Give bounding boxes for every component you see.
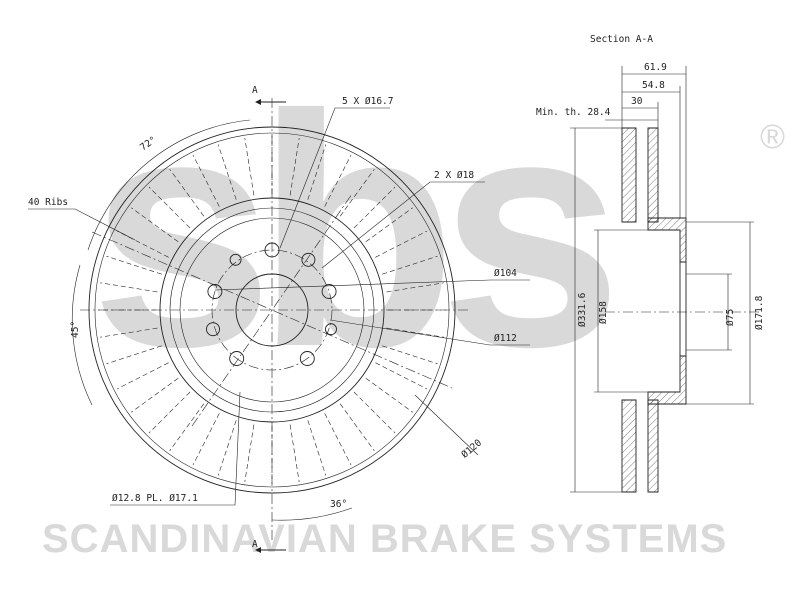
sbs-watermark: sbs ® SCANDINAVIAN BRAKE SYSTEMS <box>42 46 785 561</box>
dia-171-8-label: Ø171.8 <box>754 295 765 330</box>
cooling-rib <box>382 345 438 365</box>
registered-mark: ® <box>760 118 785 156</box>
diagonal-centerline-2 <box>191 193 353 427</box>
cooling-rib <box>192 413 220 466</box>
cooling-rib <box>169 403 205 451</box>
cooling-rib <box>106 255 162 275</box>
dia-75-label: Ø75 <box>725 309 736 326</box>
cooling-rib <box>100 282 158 293</box>
cooling-rib <box>100 327 158 338</box>
cooling-rib <box>382 255 438 275</box>
angle-36-label: 36° <box>330 499 347 510</box>
cooling-rib <box>353 391 396 434</box>
leader-dia-112 <box>329 319 530 346</box>
section-view: Section A-A 61.9 54.8 30 Min. th. 28.4 Ø… <box>536 34 765 493</box>
min-thickness-label: Min. th. 28.4 <box>536 107 611 118</box>
cooling-rib <box>217 144 237 200</box>
leader-dia-120 <box>414 394 479 456</box>
section-title: Section A-A <box>590 34 653 45</box>
cooling-rib <box>339 403 375 451</box>
section-marker-top-arrow <box>255 99 261 105</box>
cooling-rib <box>386 327 444 338</box>
angle-arc-36 <box>271 507 353 521</box>
footer-brand-text: SCANDINAVIAN BRAKE SYSTEMS <box>42 517 727 561</box>
width-30-label: 30 <box>631 96 643 107</box>
cooling-rib <box>375 362 428 390</box>
extra-holes-label: 2 X Ø18 <box>434 170 474 181</box>
bolt-hole <box>321 284 337 299</box>
extra-hole <box>206 322 220 337</box>
cooling-rib <box>324 154 352 207</box>
leader-ribs <box>28 208 136 241</box>
cooling-rib <box>307 144 327 200</box>
cooling-rib <box>289 424 300 482</box>
dia-112-label: Ø112 <box>494 333 517 344</box>
cooling-rib <box>353 186 396 229</box>
friction-ring-bottom-outer <box>621 399 637 493</box>
cooling-rib <box>375 230 428 258</box>
cooling-rib <box>192 154 220 207</box>
cooling-rib <box>289 138 300 196</box>
small-holes-label: Ø12.8 PL. Ø17.1 <box>112 493 198 504</box>
angle-arc-45 <box>71 264 93 406</box>
small-hole <box>325 323 337 336</box>
cooling-rib <box>244 138 255 196</box>
dia-104-label: Ø104 <box>494 268 517 279</box>
dia-158-label: Ø158 <box>598 301 609 324</box>
diagonal-centerline <box>91 231 453 389</box>
angle-45-label: 45° <box>70 321 81 338</box>
cooling-rib <box>169 169 205 217</box>
friction-ring-top-inner <box>647 127 659 223</box>
width-61-9-label: 61.9 <box>644 62 667 73</box>
leader-bolt-holes <box>279 107 390 249</box>
bolt-hole <box>229 351 245 366</box>
width-54-8-label: 54.8 <box>642 80 665 91</box>
cooling-rib <box>244 424 255 482</box>
cooling-rib <box>365 207 413 243</box>
section-marker-top-label: A <box>252 85 258 96</box>
hat-top <box>647 217 687 263</box>
leader-dia-104 <box>214 279 530 291</box>
cooling-rib <box>339 169 375 217</box>
cooling-rib <box>106 345 162 365</box>
leader-small-holes <box>110 391 241 506</box>
cooling-rib <box>116 362 169 390</box>
cooling-rib <box>217 420 237 476</box>
section-marker-bottom-arrow <box>255 547 261 553</box>
cooling-rib <box>307 420 327 476</box>
cooling-rib <box>148 391 191 434</box>
ribs-label: 40 Ribs <box>28 197 68 208</box>
hat-bottom <box>647 355 687 405</box>
front-view: A A 72° 45° 36° 5 X Ø16.7 2 X Ø18 40 Rib… <box>28 85 530 553</box>
cooling-rib <box>386 282 444 293</box>
bolt-hole <box>207 284 223 299</box>
cooling-rib <box>131 207 179 243</box>
bolt-hole <box>299 351 315 366</box>
small-hole <box>229 253 242 266</box>
section-marker-bottom-label: A <box>252 539 258 550</box>
bolt-holes-label: 5 X Ø16.7 <box>342 96 393 107</box>
cooling-rib <box>131 377 179 413</box>
leader-extra-holes <box>321 181 485 269</box>
extra-hole <box>301 252 316 267</box>
cooling-rib <box>148 186 191 229</box>
cooling-rib <box>324 413 352 466</box>
cooling-rib <box>365 377 413 413</box>
friction-ring-top-outer <box>621 127 637 223</box>
dia-331-6-label: Ø331.6 <box>577 292 588 327</box>
friction-ring-bottom-inner <box>647 399 659 493</box>
angle-arc-72 <box>87 119 251 251</box>
